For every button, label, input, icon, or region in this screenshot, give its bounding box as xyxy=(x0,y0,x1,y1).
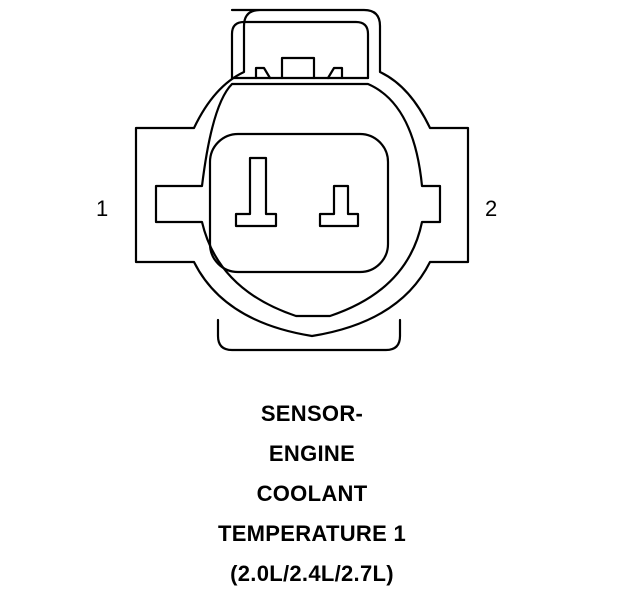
pin-1-label: 1 xyxy=(96,196,109,221)
caption-line-4: TEMPERATURE 1 xyxy=(217,521,407,546)
connector-caption: SENSOR- ENGINE COOLANT TEMPERATURE 1 (2.… xyxy=(0,394,624,594)
latch-button xyxy=(280,56,316,80)
pin-2-terminal xyxy=(318,184,360,228)
latch-nub-right xyxy=(326,66,344,80)
caption-line-5: (2.0L/2.4L/2.7L) xyxy=(230,561,394,586)
latch-nub-left xyxy=(254,66,272,80)
inner-body-outline xyxy=(154,82,442,318)
connector-diagram xyxy=(134,8,470,352)
pin-1-terminal xyxy=(234,156,278,228)
caption-line-3: COOLANT xyxy=(256,481,368,506)
caption-line-2: ENGINE xyxy=(268,441,356,466)
terminal-cavity xyxy=(208,132,390,274)
bottom-tab xyxy=(216,318,402,352)
pin-2-label: 2 xyxy=(485,196,498,221)
latch-housing xyxy=(230,20,370,80)
caption-line-1: SENSOR- xyxy=(260,401,364,426)
